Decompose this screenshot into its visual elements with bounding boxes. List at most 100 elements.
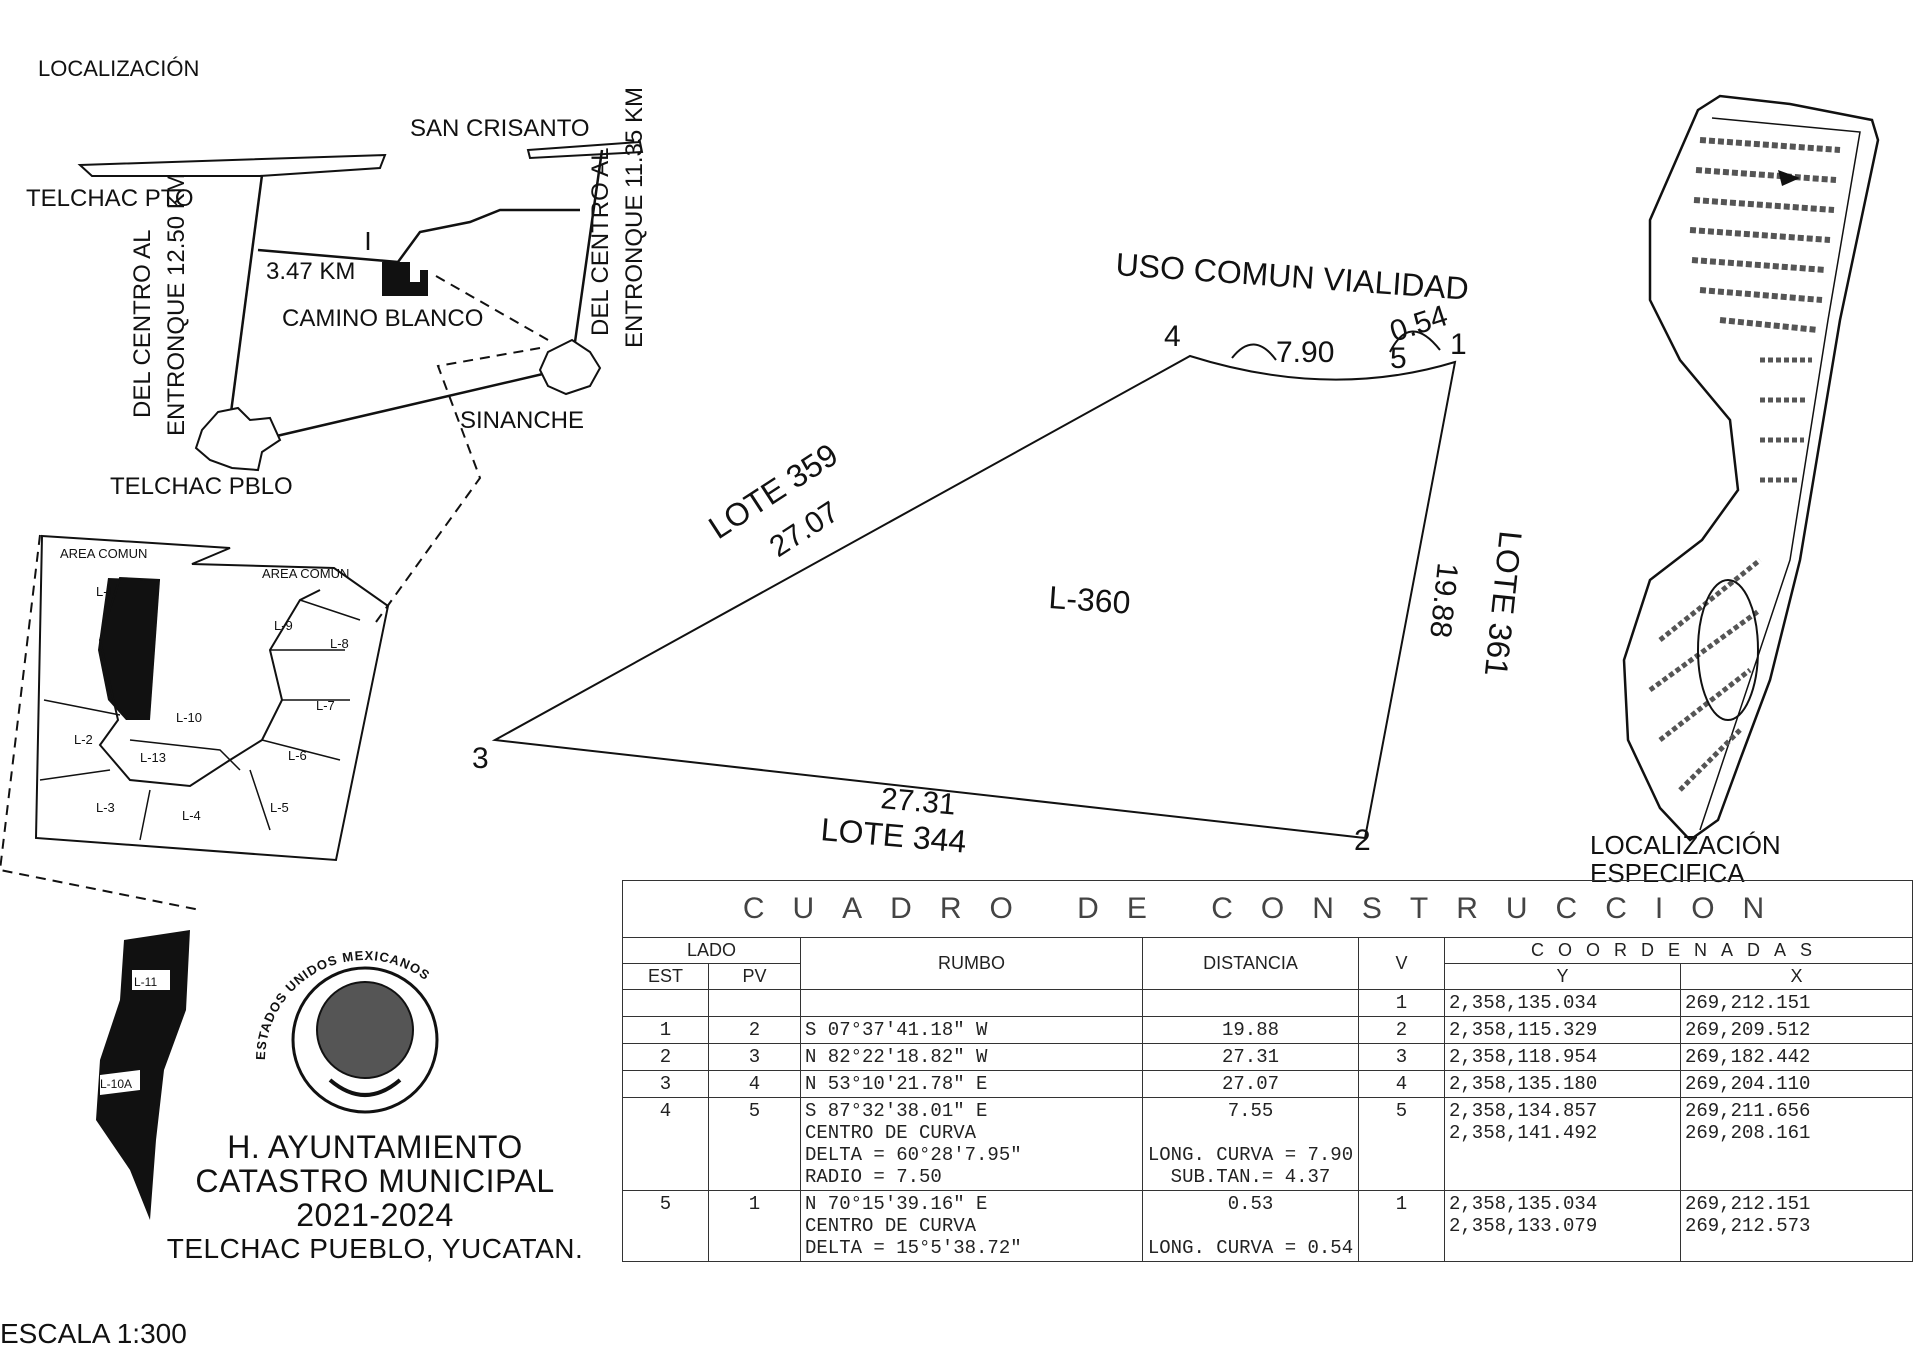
cell-x: 269,212.151 — [1679, 989, 1914, 1017]
header-coordenadas: COORDENADAS — [1443, 937, 1914, 964]
detail-lot-label: L-13 — [140, 750, 166, 765]
sinanche-label: SINANCHE — [460, 407, 584, 434]
detail-lot-label: L-1 — [96, 584, 115, 599]
svg-text:DEL CENTRO AL: DEL CENTRO AL — [129, 230, 156, 419]
cell-v: 3 — [1358, 1043, 1445, 1071]
vertex-1-label: 1 — [1450, 328, 1467, 361]
cell-pv: 5 — [708, 1097, 801, 1191]
bottom-distance-label: 27.31 — [879, 782, 957, 821]
san-crisanto-label: SAN CRISANTO — [410, 115, 590, 142]
road-north — [396, 208, 580, 263]
telchac-pblo-town — [194, 406, 282, 472]
specific-location-label-1: LOCALIZACIÓN — [1590, 830, 1781, 860]
cell-pv — [708, 989, 801, 1017]
telchac-pto-label: TELCHAC PTO — [26, 185, 194, 212]
cell-distancia — [1142, 989, 1359, 1017]
svg-text:ENTRONQUE 12.50 KM: ENTRONQUE 12.50 KM — [163, 173, 190, 436]
cell-rumbo: S 07°37'41.18" W — [800, 1016, 1143, 1044]
header-y: Y — [1444, 963, 1681, 990]
detail-lot-label: L-7 — [316, 698, 335, 713]
cell-est — [622, 989, 709, 1017]
cell-x: 269,182.442 — [1679, 1043, 1914, 1071]
cell-x: 269,212.151 269,212.573 — [1679, 1190, 1914, 1262]
subdivision-detail-map: AREA COMUN AREA COMUN L-1L-2L-3L-4L-5L-6… — [34, 534, 390, 862]
cell-y: 2,358,135.034 — [1444, 989, 1681, 1017]
construction-table: CUADRO DE CONSTRUCCION LADO RUMBO DISTAN… — [622, 880, 1914, 1262]
camino-blanco-label: CAMINO BLANCO — [282, 305, 483, 332]
header-line-2: CATASTRO MUNICIPAL — [195, 1163, 555, 1199]
cell-distancia: 27.07 — [1142, 1070, 1359, 1098]
cell-distancia: 7.55 LONG. CURVA = 7.90 SUB.TAN.= 4.37 — [1142, 1097, 1359, 1191]
construction-table-title: CUADRO DE CONSTRUCCION — [622, 880, 1914, 938]
telchac-pblo-label: TELCHAC PBLO — [110, 473, 293, 500]
construction-table-wrapper: CUADRO DE CONSTRUCCION LADO RUMBO DISTAN… — [622, 880, 1920, 1350]
cell-pv: 2 — [708, 1016, 801, 1044]
road-sinanche — [267, 368, 561, 440]
cell-distancia: 27.31 — [1142, 1043, 1359, 1071]
cell-y: 2,358,118.954 — [1444, 1043, 1681, 1071]
area-comun-label-2: AREA COMUN — [262, 566, 349, 581]
cell-y: 2,358,134.857 2,358,141.492 — [1444, 1097, 1681, 1191]
header-est: EST — [622, 963, 709, 990]
cell-x: 269,211.656 269,208.161 — [1679, 1097, 1914, 1191]
right-neighbor-label: LOTE 361 — [1478, 529, 1529, 678]
cell-est: 1 — [622, 1016, 709, 1044]
cell-distancia: 0.53 LONG. CURVA = 0.54 — [1142, 1190, 1359, 1262]
road-telchac — [228, 174, 264, 421]
header-pv: PV — [708, 963, 801, 990]
cell-distancia: 19.88 — [1142, 1016, 1359, 1044]
national-seal: ESTADOS UNIDOS MEXICANOS — [253, 948, 439, 1114]
header-line-4: TELCHAC PUEBLO, YUCATAN. — [166, 1233, 584, 1264]
cell-v: 2 — [1358, 1016, 1445, 1044]
mini-lot-label-1: L-11 — [134, 975, 157, 989]
cell-rumbo: N 53°10'21.78" E — [800, 1070, 1143, 1098]
coastline-right — [526, 140, 644, 160]
header-line-1: H. AYUNTAMIENTO — [227, 1129, 523, 1165]
right-distance-label: 19.88 — [1423, 561, 1464, 639]
mini-lot-strip: L-11 L-10A — [96, 930, 190, 1220]
header-line-3: 2021-2024 — [296, 1197, 454, 1233]
cell-pv: 4 — [708, 1070, 801, 1098]
distance-left-label: DEL CENTRO AL ENTRONQUE 12.50 KM — [129, 173, 190, 436]
municipal-header: H. AYUNTAMIENTO CATASTRO MUNICIPAL 2021-… — [150, 1130, 600, 1266]
sinanche-town — [538, 338, 602, 396]
cell-v: 5 — [1358, 1097, 1445, 1191]
coastline-left — [77, 153, 387, 177]
header-lado: LADO — [622, 937, 801, 964]
road-camino-blanco — [257, 248, 399, 264]
road-san-crisanto — [573, 149, 604, 343]
location-map: LOCALIZACIÓN TELCHAC PTO SAN CRISANTO CA… — [0, 56, 648, 911]
scale-label: ESCALA 1:300 — [0, 1318, 187, 1349]
cell-pv: 1 — [708, 1190, 801, 1262]
short-distance-label: 3.47 KM — [266, 258, 355, 285]
cell-y: 2,358,115.329 — [1444, 1016, 1681, 1044]
cell-est: 2 — [622, 1043, 709, 1071]
cell-est: 5 — [622, 1190, 709, 1262]
cell-est: 4 — [622, 1097, 709, 1191]
plot-boundary — [491, 354, 1457, 840]
cell-v: 1 — [1358, 989, 1445, 1017]
cell-y: 2,358,135.180 — [1444, 1070, 1681, 1098]
distance-right-label: DEL CENTRO AL ENTRONQUE 11.35 KM — [587, 87, 648, 348]
detail-lot-label: L-6 — [288, 748, 307, 763]
svg-text:DEL CENTRO AL: DEL CENTRO AL — [587, 148, 614, 337]
detail-lot-label: L-5 — [270, 800, 289, 815]
camino-blanco-marker — [382, 262, 428, 296]
detail-lot-label: L-10 — [176, 710, 202, 725]
cell-x: 269,204.110 — [1679, 1070, 1914, 1098]
cell-rumbo: S 87°32'38.01" E CENTRO DE CURVA DELTA =… — [800, 1097, 1143, 1191]
cell-v: 1 — [1358, 1190, 1445, 1262]
cell-est: 3 — [622, 1070, 709, 1098]
area-comun-label-1: AREA COMUN — [60, 546, 147, 561]
specific-location-map: LOCALIZACIÓN ESPECIFICA — [1590, 94, 1880, 888]
mini-lot-label-2: L-10A — [100, 1077, 132, 1091]
arc-long-distance: 7.90 — [1276, 336, 1334, 369]
cell-rumbo: N 70°15'39.16" E CENTRO DE CURVA DELTA =… — [800, 1190, 1143, 1262]
cell-y: 2,358,135.034 2,358,133.079 — [1444, 1190, 1681, 1262]
detail-lot-label: L-4 — [182, 808, 201, 823]
